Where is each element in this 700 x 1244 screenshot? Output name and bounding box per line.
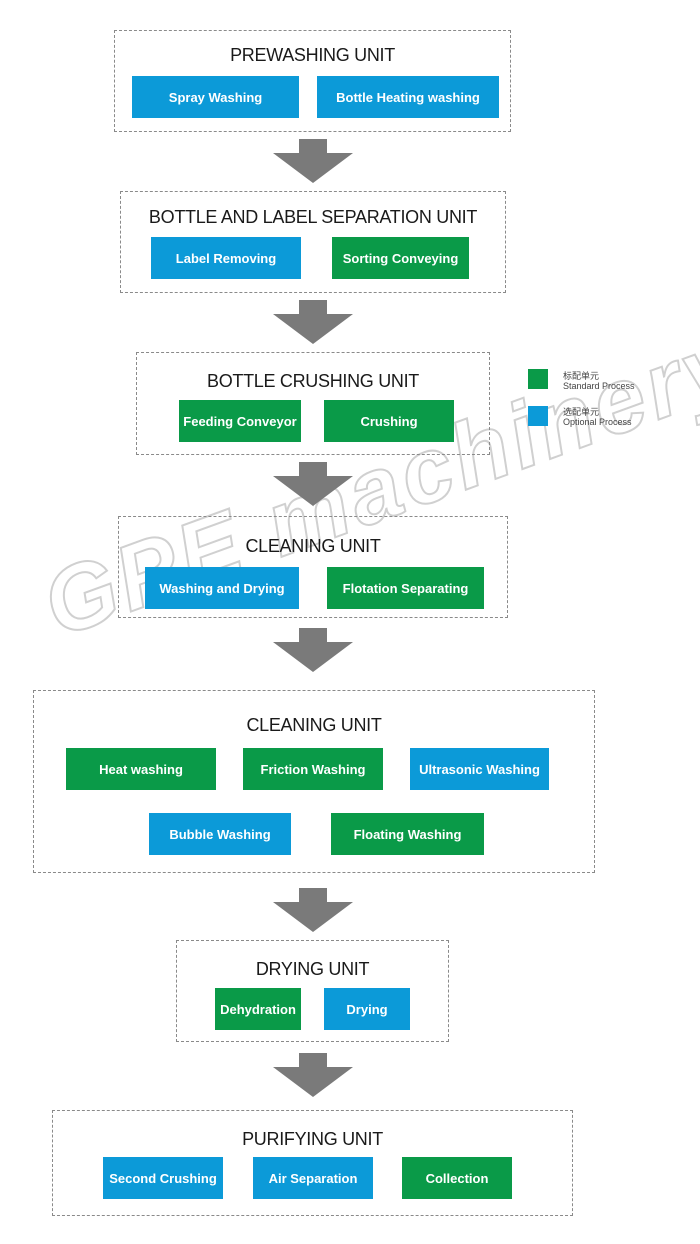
process-box: Heat washing [66,748,216,790]
unit-title: PREWASHING UNIT [230,45,395,65]
process-box: Air Separation [253,1157,373,1199]
flow-arrow-3 [273,462,353,506]
legend-standard-cn: 标配单元 [563,372,600,382]
process-box: Washing and Drying [145,567,299,609]
flow-arrow-5 [273,888,353,932]
unit-title: BOTTLE AND LABEL SEPARATION UNIT [148,207,478,227]
legend-optional-cn: 选配单元 [563,408,600,418]
unit-title: BOTTLE CRUSHING UNIT [206,371,419,391]
process-box: Label Removing [151,237,301,279]
process-box: Collection [402,1157,512,1199]
process-box: Floating Washing [331,813,484,855]
unit-title: CLEANING UNIT [245,536,381,556]
process-box: Crushing [324,400,454,442]
process-box: Sorting Conveying [332,237,469,279]
flow-arrow-1 [273,139,353,183]
unit-cleaning-1: CLEANING UNIT Washing and Drying Flotati… [118,516,508,618]
flow-arrow-4 [273,628,353,672]
process-box: Ultrasonic Washing [410,748,549,790]
legend-standard-swatch [528,369,548,389]
legend-standard-en: Standard Process [563,381,635,391]
unit-prewashing: PREWASHING UNIT Spray Washing Bottle Hea… [114,30,511,132]
legend-optional-en: Optional Process [563,417,632,427]
process-box: Friction Washing [243,748,383,790]
unit-purifying: PURIFYING UNIT Second Crushing Air Separ… [52,1110,573,1216]
process-box: Second Crushing [103,1157,223,1199]
unit-bottle-label-separation: BOTTLE AND LABEL SEPARATION UNIT Label R… [120,191,506,293]
legend-optional-swatch [528,406,548,426]
process-box: Dehydration [215,988,301,1030]
unit-title: PURIFYING UNIT [242,1129,383,1149]
unit-title: DRYING UNIT [255,959,370,979]
process-box: Spray Washing [132,76,299,118]
unit-cleaning-2: CLEANING UNIT Heat washing Friction Wash… [33,690,595,873]
process-box: Feeding Conveyor [179,400,301,442]
process-box: Flotation Separating [327,567,484,609]
unit-title: CLEANING UNIT [246,715,382,735]
process-box: Bottle Heating washing [317,76,499,118]
unit-bottle-crushing: BOTTLE CRUSHING UNIT Feeding Conveyor Cr… [136,352,490,455]
process-box: Drying [324,988,410,1030]
unit-drying: DRYING UNIT Dehydration Drying [176,940,449,1042]
process-box: Bubble Washing [149,813,291,855]
flow-arrow-2 [273,300,353,344]
flow-arrow-6 [273,1053,353,1097]
